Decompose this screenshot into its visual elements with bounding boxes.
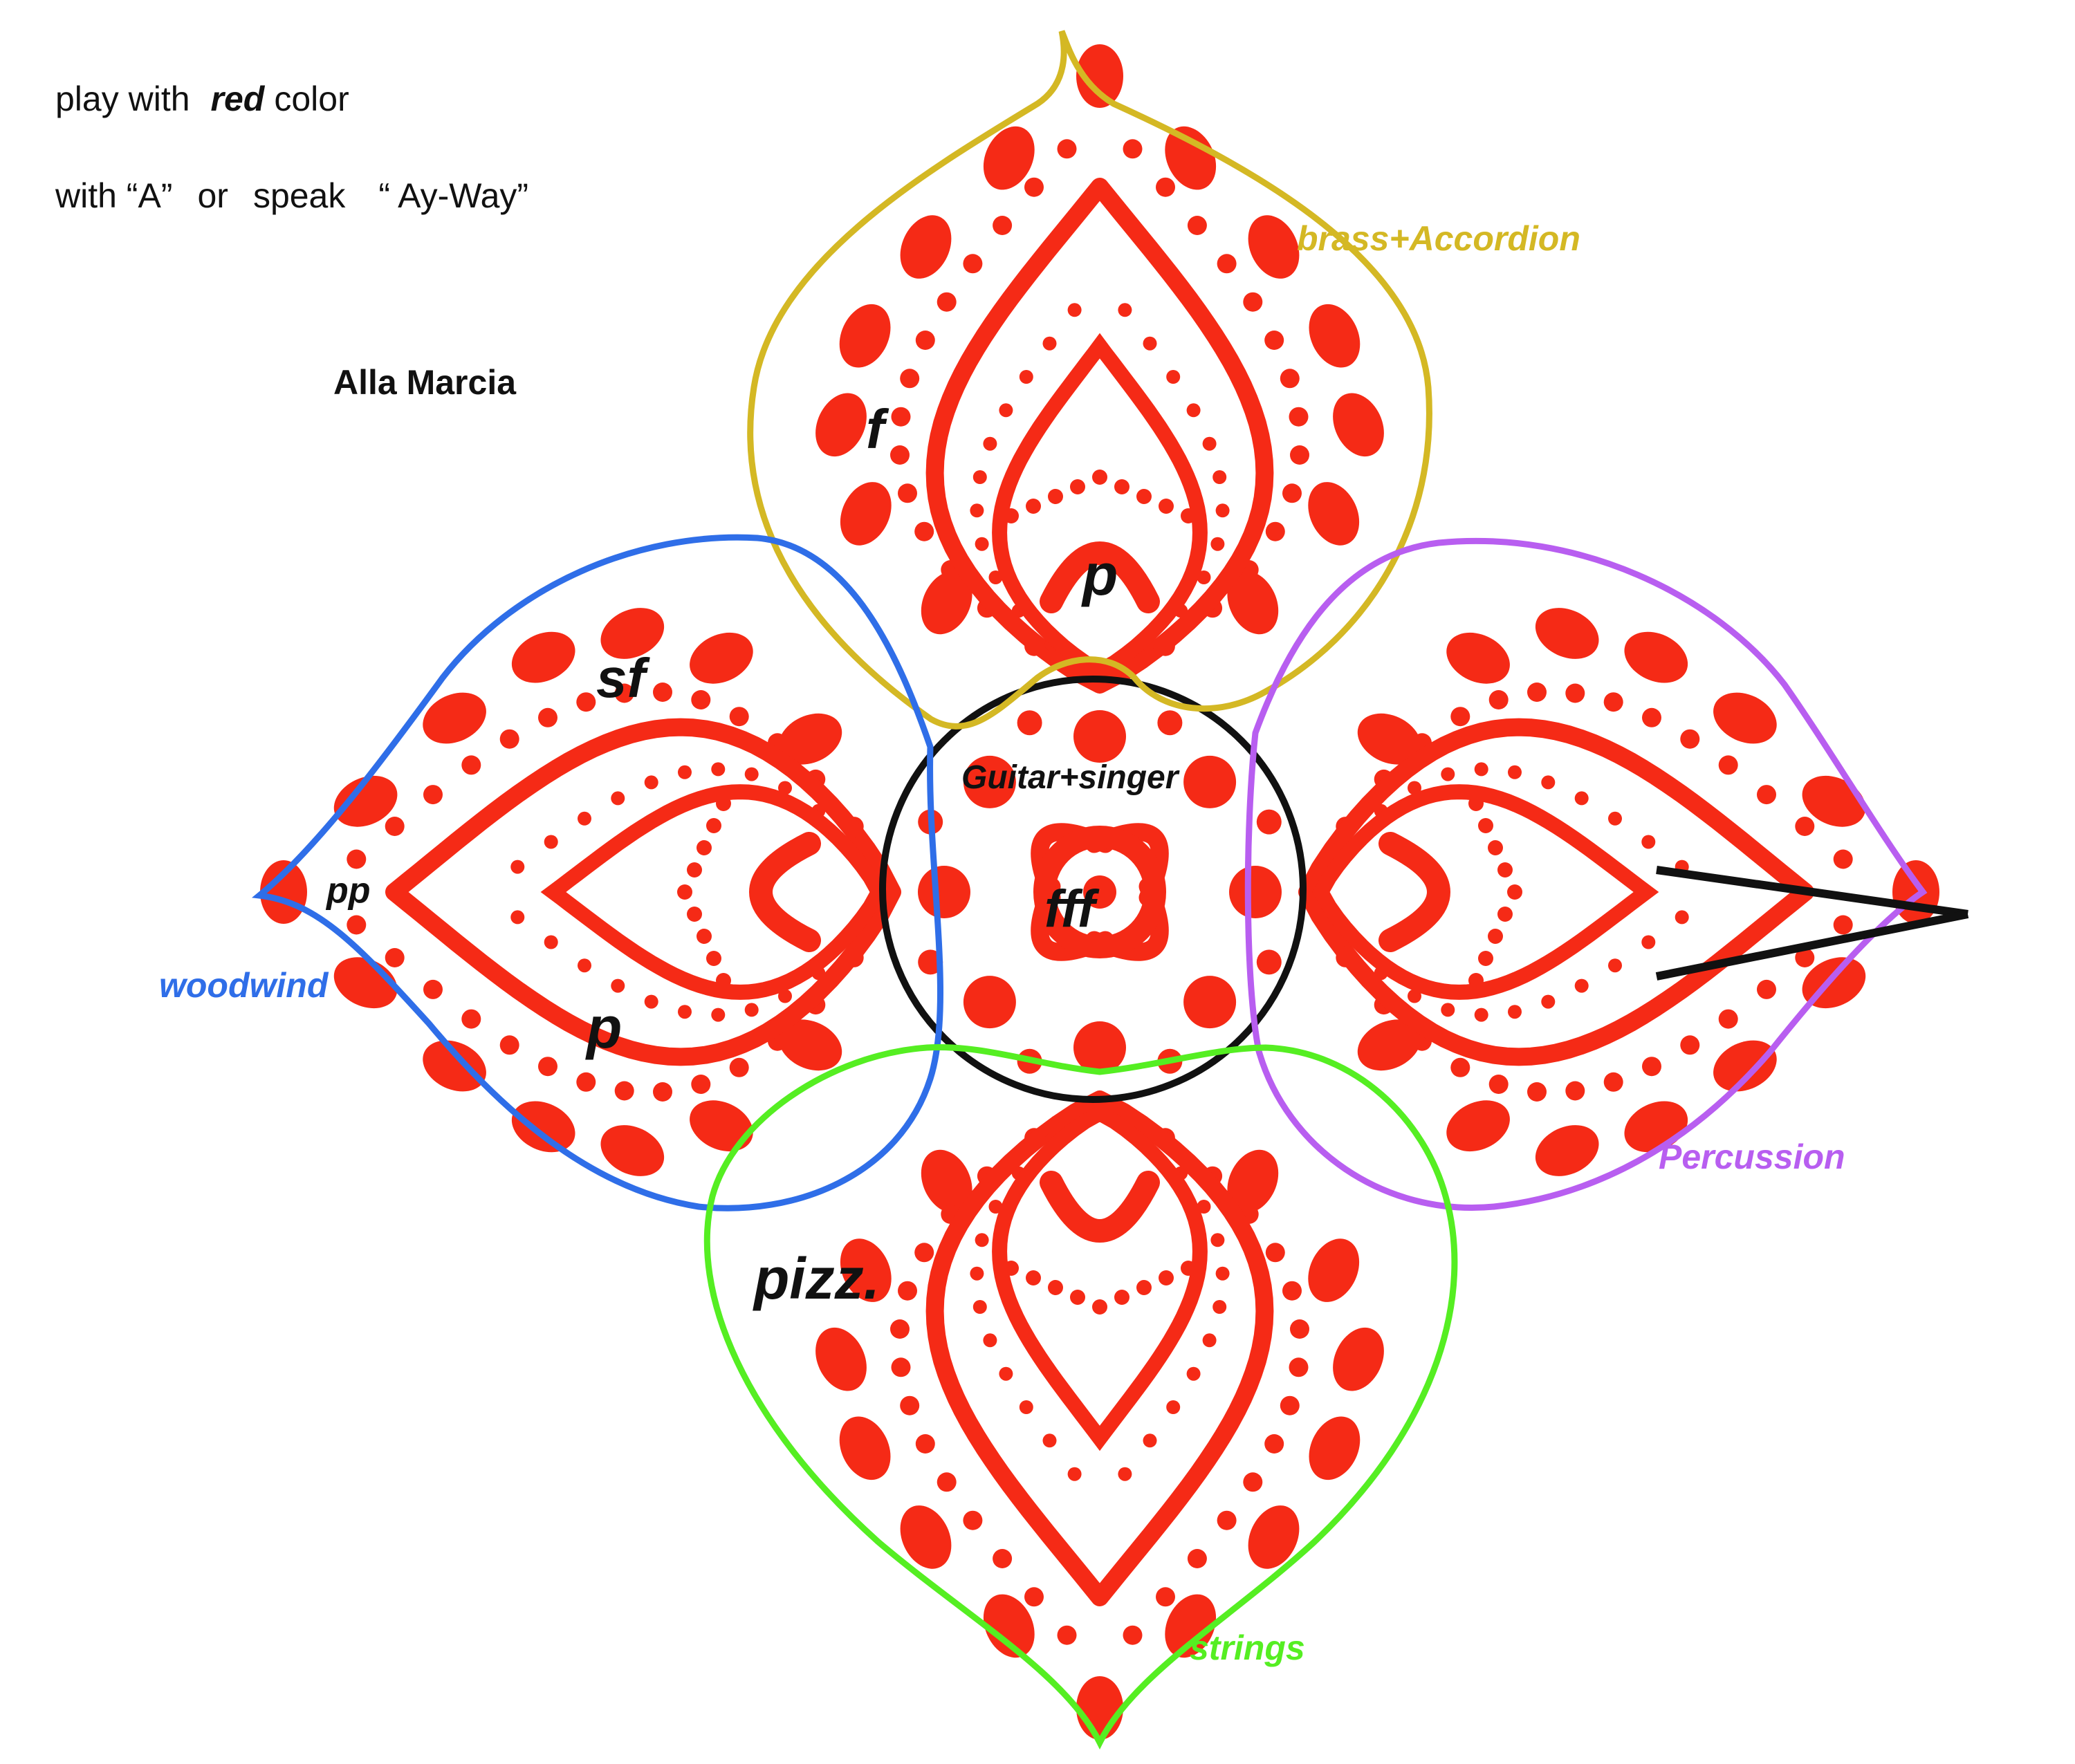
percussion-outline [1244,537,1928,1211]
dynamic-sf: sf [596,647,650,709]
woodwind-label: woodwind [159,966,329,1005]
dynamic-fff: fff [1044,880,1100,938]
dynamic-p-left: p [585,995,622,1060]
dynamic-pp: pp [325,871,371,911]
tempo-marking: Alla Marcia [333,363,517,402]
dynamic-pizz: pizz. [753,1246,880,1311]
dynamic-f: f [866,398,889,460]
percussion-label: Percussion [1659,1138,1845,1176]
strings-label: strings [1190,1628,1305,1667]
guitar-singer-label: Guitar+singer [961,759,1180,796]
center-circle-outline [879,676,1307,1103]
dynamic-p-top: p [1081,542,1118,607]
hairpin-marking [1655,866,1969,981]
brass-accordion-outline [747,30,1432,730]
red-mandala-artwork [260,44,1939,1740]
strings-outline [703,1043,1458,1750]
brass-accordion-label: brass+Accordion [1297,219,1580,258]
woodwind-outline [252,534,943,1211]
